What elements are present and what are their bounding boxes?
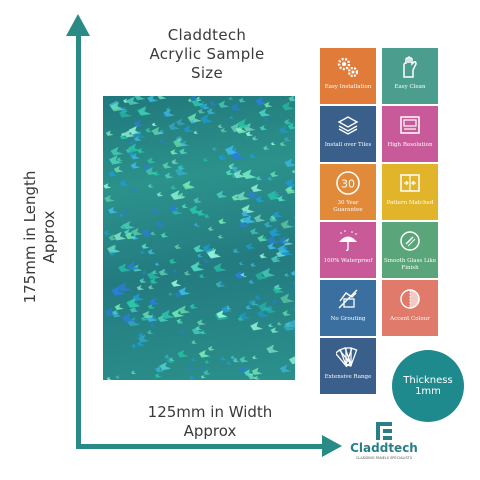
feature-label: No Grouting xyxy=(330,316,366,322)
width-line: 125mm in Width xyxy=(147,403,273,421)
feature-label: Easy Clean xyxy=(394,84,426,90)
title-line: Size xyxy=(191,64,223,82)
title-line: Claddtech xyxy=(167,26,247,44)
feature-tile-umbrella-rain: 100% Waterproof xyxy=(320,222,376,278)
gears-icon xyxy=(335,54,361,80)
sample-size-title: Claddtech Acrylic Sample Size xyxy=(112,26,302,83)
feature-label: Install over Tiles xyxy=(324,142,372,148)
feature-tile-pattern-match: Pattern Matched xyxy=(382,164,438,220)
tile-layers-icon xyxy=(335,112,361,138)
feature-label: 100% Waterproof xyxy=(323,258,373,264)
feature-label: High Resolution xyxy=(387,142,433,148)
length-line: 175mm in Length xyxy=(21,170,39,304)
logo-tagline: CLADDING PANELS SPECIALISTS xyxy=(355,456,413,460)
thickness-line: 1mm xyxy=(415,386,441,397)
feature-tile-no-grout: No Grouting xyxy=(320,280,376,336)
feature-tile-swatch-fan: Extensive Range xyxy=(320,338,376,394)
width-dimension-label: 125mm in Width Approx xyxy=(110,403,310,441)
svg-text:30: 30 xyxy=(341,178,355,191)
no-grout-icon xyxy=(335,286,361,312)
thickness-badge: Thickness 1mm xyxy=(392,350,464,422)
feature-tile-accent-circle: Accent Colour xyxy=(382,280,438,336)
glove-hand-icon xyxy=(397,54,423,80)
claddtech-logo: Claddtech CLADDING PANELS SPECIALISTS xyxy=(344,420,424,464)
logo-name: Claddtech xyxy=(350,441,418,455)
feature-tile-image-frame: High Resolution xyxy=(382,106,438,162)
acrylic-sample-image xyxy=(103,96,295,380)
feature-label: Accent Colour xyxy=(390,316,430,322)
feature-tile-tile-layers: Install over Tiles xyxy=(320,106,376,162)
feature-tile-glass-finish: Smooth Glass Like Finish xyxy=(382,222,438,278)
feature-label: 30 Year Guarantee xyxy=(333,200,363,213)
logo-mark-icon xyxy=(376,422,392,440)
feature-label: Pattern Matched xyxy=(386,200,434,206)
thickness-line: Thickness xyxy=(403,375,453,386)
feature-label: Extensive Range xyxy=(324,374,372,380)
title-line: Acrylic Sample xyxy=(149,45,265,63)
glass-finish-icon xyxy=(397,228,423,254)
feature-tile-gears: Easy Installation xyxy=(320,48,376,104)
accent-circle-icon xyxy=(397,286,423,312)
umbrella-rain-icon xyxy=(335,228,361,254)
birds-pattern-graphic xyxy=(103,96,295,380)
feature-label: Easy Installation xyxy=(324,84,372,90)
thirty-badge-icon: 30 xyxy=(335,170,361,196)
arrow-right-icon xyxy=(322,435,342,457)
feature-tile-thirty-badge: 30 30 Year Guarantee xyxy=(320,164,376,220)
image-frame-icon xyxy=(397,112,423,138)
length-line: Approx xyxy=(40,210,58,264)
swatch-fan-icon xyxy=(335,344,361,370)
pattern-match-icon xyxy=(397,170,423,196)
feature-label: Smooth Glass Like Finish xyxy=(384,258,436,271)
vertical-axis-line xyxy=(76,30,81,448)
width-line: Approx xyxy=(183,422,237,440)
feature-tile-glove-hand: Easy Clean xyxy=(382,48,438,104)
horizontal-axis-line xyxy=(76,444,328,449)
arrow-up-icon xyxy=(66,14,90,36)
